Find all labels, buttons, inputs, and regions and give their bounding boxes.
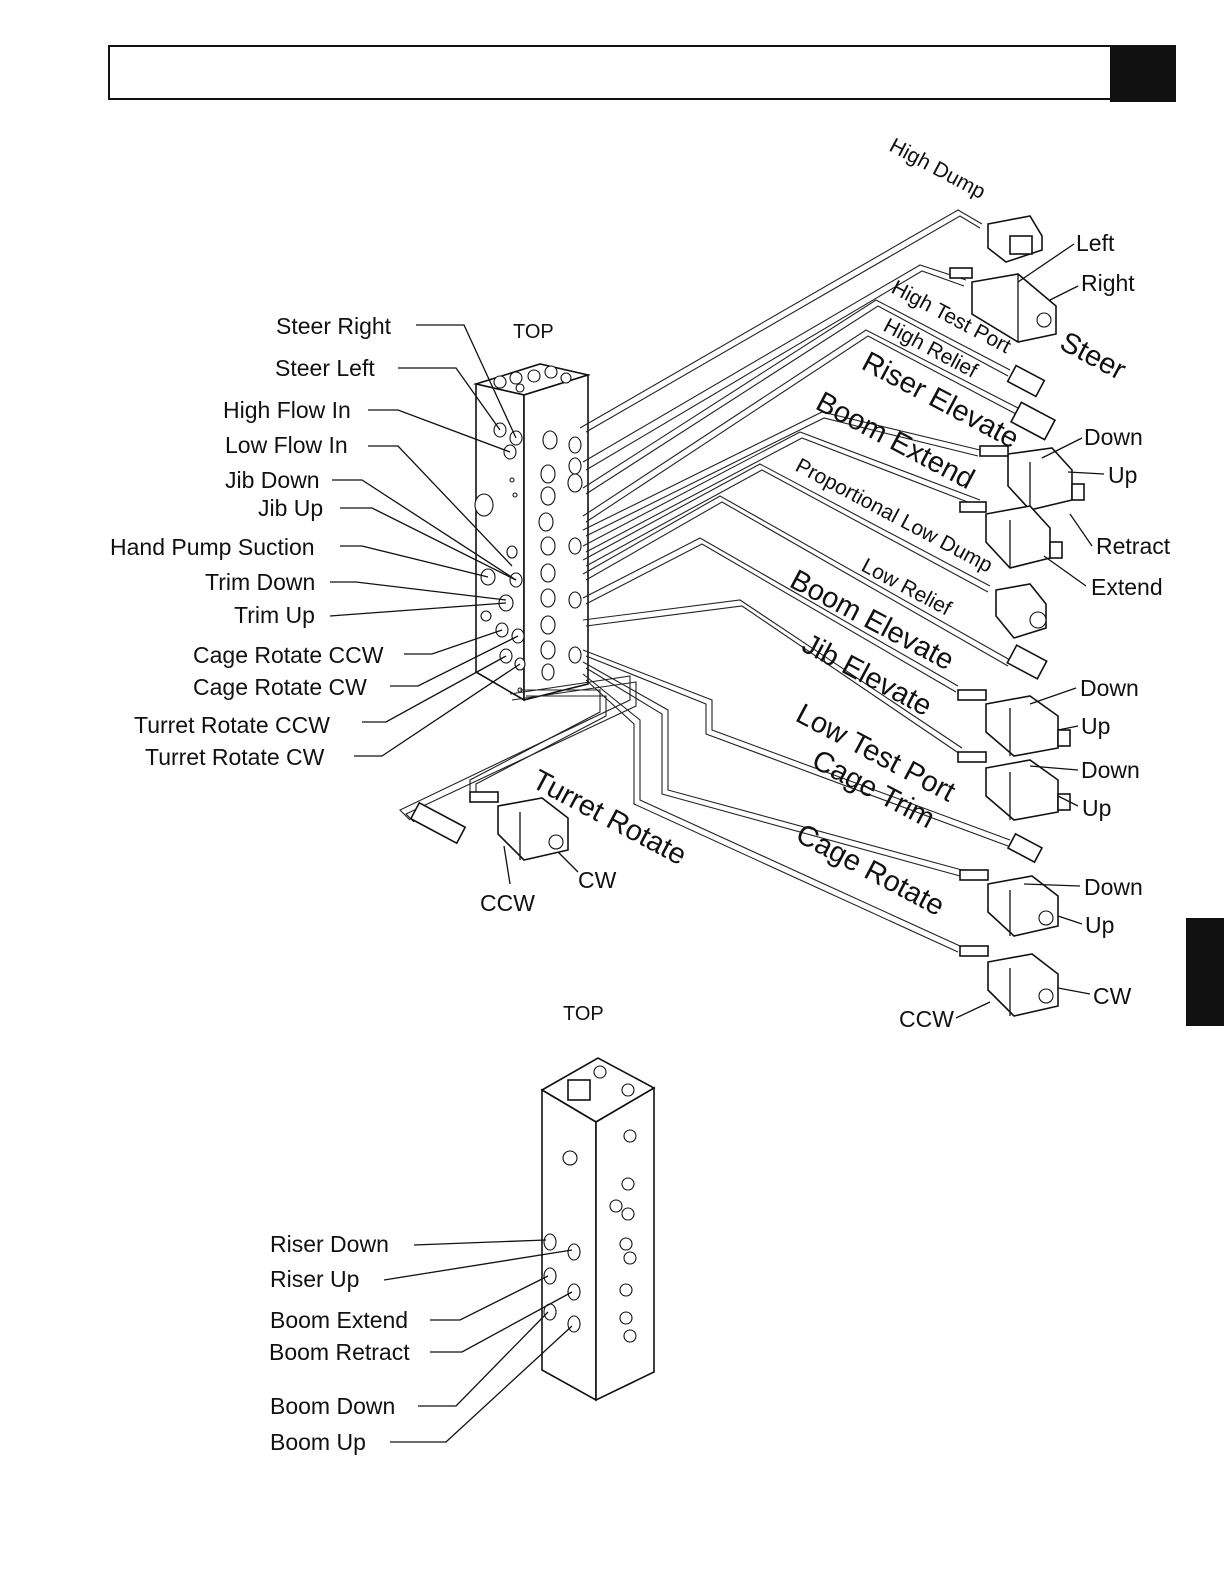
- label-jib-down: Jib Down: [225, 467, 320, 493]
- upper-left-leaders: [329, 324, 521, 757]
- label-riser-down: Down: [1084, 424, 1143, 450]
- label-jib-elevate-down: Down: [1081, 757, 1140, 783]
- component-proportional-low-dump: [995, 583, 1047, 639]
- component-gauge-port: [409, 801, 467, 845]
- label-jib-elevate-up: Up: [1082, 795, 1111, 821]
- label-cage-trim-down: Down: [1084, 874, 1143, 900]
- label-boom-elevate-up: Up: [1081, 713, 1110, 739]
- header-section-tab: [1110, 45, 1176, 102]
- label-low-flow-in: Low Flow In: [225, 432, 348, 458]
- label-boom-elevate-down: Down: [1080, 675, 1139, 701]
- label-high-flow-in: High Flow In: [223, 397, 351, 423]
- label-steer-right: Steer Right: [276, 313, 392, 339]
- valve-boom-elevate: [957, 689, 1071, 757]
- label-cage-rotate-cw-port: CW: [1093, 983, 1132, 1009]
- component-high-dump: [987, 215, 1043, 263]
- lower-manifold-block: [540, 1057, 656, 1402]
- label-turret-cw-port: CW: [578, 867, 617, 893]
- valve-cage-trim: [959, 869, 1059, 937]
- lower-labels: Riser Down Riser Up Boom Extend Boom Ret…: [269, 1231, 410, 1455]
- label-riser-up: Up: [1108, 462, 1137, 488]
- component-high-test-port: [1006, 364, 1046, 398]
- label-cage-rotate-ccw-port: CCW: [899, 1006, 954, 1032]
- upper-top-label: TOP: [513, 321, 554, 343]
- label-riser-up-lower: Riser Up: [270, 1266, 359, 1292]
- label-turret-rotate-cw: Turret Rotate CW: [145, 744, 325, 770]
- label-steer-right-port: Right: [1081, 270, 1135, 296]
- valve-riser-elevate: [979, 445, 1085, 511]
- lower-top-label: TOP: [563, 1003, 604, 1025]
- label-hand-pump-suction: Hand Pump Suction: [110, 534, 315, 560]
- label-turret-ccw-port: CCW: [480, 890, 535, 916]
- lower-leaders: [383, 1239, 573, 1443]
- upper-right-leaders: [503, 243, 1105, 1019]
- label-boom-extend-port: Extend: [1091, 574, 1163, 600]
- label-steer-title: Steer: [1055, 326, 1132, 387]
- label-cage-rotate-cw: Cage Rotate CW: [193, 674, 367, 700]
- label-boom-down-lower: Boom Down: [270, 1393, 395, 1419]
- label-cage-rotate-title: Cage Rotate: [791, 818, 950, 923]
- label-cage-rotate-ccw: Cage Rotate CCW: [193, 642, 384, 668]
- label-boom-retract: Retract: [1096, 533, 1171, 559]
- label-trim-up: Trim Up: [234, 602, 315, 628]
- component-low-test-port: [1006, 832, 1044, 864]
- valve-jib-elevate: [957, 751, 1071, 821]
- valve-turret-rotate: [469, 791, 569, 861]
- label-cage-trim-up: Up: [1085, 912, 1114, 938]
- label-boom-retract-lower: Boom Retract: [269, 1339, 410, 1365]
- valve-cage-rotate: [959, 945, 1059, 1017]
- label-riser-down-lower: Riser Down: [270, 1231, 389, 1257]
- component-low-relief: [1006, 644, 1048, 680]
- label-boom-up-lower: Boom Up: [270, 1429, 366, 1455]
- side-index-tab: [1186, 918, 1224, 1026]
- label-trim-down: Trim Down: [205, 569, 315, 595]
- component-high-relief: [1009, 401, 1057, 441]
- upper-manifold-block: [472, 363, 592, 702]
- label-steer-left: Steer Left: [275, 355, 375, 381]
- valve-port-labels: Left Right Down Up Retract Extend Down U…: [480, 230, 1171, 1032]
- label-boom-extend-lower: Boom Extend: [270, 1307, 408, 1333]
- valve-steer: [949, 267, 1057, 343]
- label-steer-left-port: Left: [1076, 230, 1115, 256]
- upper-left-labels: Steer Right Steer Left High Flow In Low …: [110, 313, 392, 770]
- valve-boom-extend: [959, 501, 1063, 569]
- label-jib-up: Jib Up: [258, 495, 323, 521]
- label-high-dump: High Dump: [886, 134, 990, 204]
- label-turret-rotate-ccw: Turret Rotate CCW: [134, 712, 330, 738]
